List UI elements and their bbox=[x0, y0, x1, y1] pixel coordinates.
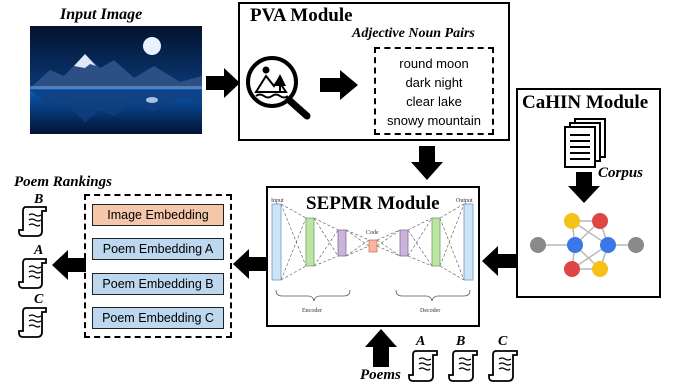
scroll-icon bbox=[18, 206, 47, 237]
cahin-module-title: CaHIN Module bbox=[522, 92, 649, 113]
nn-input-label: Input bbox=[271, 198, 284, 204]
pair-item: dark night bbox=[405, 75, 463, 90]
nn-output-label: Output bbox=[456, 198, 473, 204]
arrow-image-to-pva bbox=[206, 68, 240, 98]
nn-encoder-label: Encoder bbox=[302, 308, 322, 314]
documents-icon bbox=[564, 118, 606, 168]
rank-letter: B bbox=[34, 192, 44, 207]
corpus-label: Corpus bbox=[598, 165, 644, 181]
graph-node bbox=[628, 237, 644, 253]
poem-letter: C bbox=[498, 334, 508, 349]
arrow-embeddings-to-rankings bbox=[52, 250, 86, 280]
nn-decoder-label: Decoder bbox=[420, 308, 440, 314]
encoder-layer bbox=[305, 217, 315, 267]
sepmr-module-title: SEPMR Module bbox=[304, 193, 442, 215]
adjective-noun-pairs-title: Adjective Noun Pairs bbox=[352, 26, 475, 41]
graph-node bbox=[592, 261, 608, 277]
graph-node bbox=[567, 237, 583, 253]
pair-item: round moon bbox=[399, 56, 469, 71]
poem-letter: A bbox=[416, 334, 426, 349]
arrow-sepmr-to-embeddings bbox=[233, 249, 267, 279]
arrow-poems-to-sepmr bbox=[365, 329, 397, 367]
nn-code-label: Code bbox=[366, 230, 379, 236]
hin-graph bbox=[530, 213, 644, 277]
poems-label: Poems bbox=[360, 367, 401, 383]
scroll-icon bbox=[448, 350, 478, 382]
scroll-icon bbox=[18, 307, 47, 338]
scroll-icon bbox=[408, 350, 438, 382]
decoder-layer bbox=[431, 217, 441, 267]
adjective-noun-pairs-box bbox=[374, 47, 494, 135]
autoencoder-diagram: Input Code Output Encoder Decoder bbox=[271, 198, 474, 314]
rank-letter: A bbox=[34, 243, 44, 258]
output-layer bbox=[463, 203, 474, 281]
graph-node bbox=[530, 237, 546, 253]
poem-rankings-title: Poem Rankings bbox=[14, 174, 112, 190]
poem-embedding-c: Poem Embedding C bbox=[92, 307, 224, 329]
input-image-title: Input Image bbox=[60, 6, 143, 23]
poem-embedding-a: Poem Embedding A bbox=[92, 238, 224, 260]
code-layer bbox=[368, 239, 378, 253]
scroll-icon bbox=[18, 258, 47, 289]
input-image bbox=[30, 26, 202, 134]
poem-embedding-b: Poem Embedding B bbox=[92, 273, 224, 295]
pva-module-title: PVA Module bbox=[250, 5, 353, 26]
decoder-layer bbox=[399, 229, 409, 257]
poem-letter: B bbox=[456, 334, 466, 349]
scroll-icon bbox=[488, 350, 518, 382]
rank-letter: C bbox=[34, 292, 44, 307]
graph-node bbox=[564, 213, 580, 229]
pair-item: clear lake bbox=[406, 94, 462, 109]
input-layer bbox=[271, 203, 282, 281]
graph-node bbox=[592, 213, 608, 229]
landscape-magnifier-icon bbox=[246, 56, 311, 120]
arrow-corpus-to-graph bbox=[568, 172, 600, 203]
arrow-pva-to-sepmr bbox=[411, 146, 443, 180]
encoder-layer bbox=[337, 229, 347, 257]
pair-item: snowy mountain bbox=[387, 113, 481, 128]
arrow-cahin-to-sepmr bbox=[482, 246, 516, 276]
arrow-pva-to-pairs bbox=[320, 70, 358, 100]
graph-node bbox=[564, 261, 580, 277]
image-embedding: Image Embedding bbox=[92, 204, 224, 226]
graph-node bbox=[600, 237, 616, 253]
